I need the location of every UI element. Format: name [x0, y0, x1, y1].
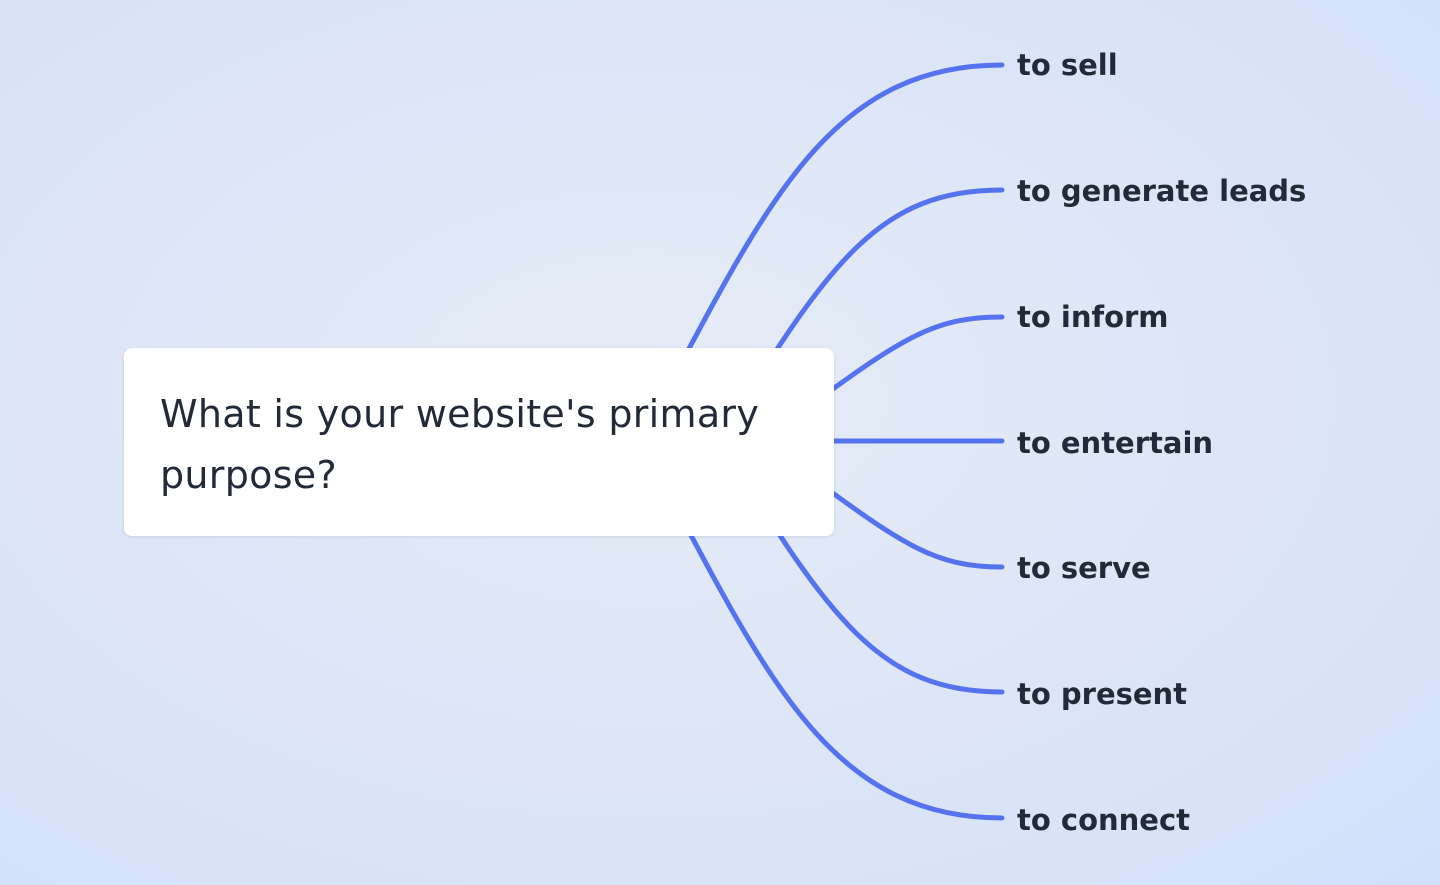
- question-text: What is your website's primary purpose?: [160, 392, 760, 497]
- option-to-connect[interactable]: to connect: [1017, 803, 1191, 837]
- question-card: What is your website's primary purpose?: [124, 348, 834, 536]
- option-to-entertain[interactable]: to entertain: [1017, 426, 1214, 460]
- option-to-present[interactable]: to present: [1017, 677, 1188, 711]
- option-to-inform[interactable]: to inform: [1017, 300, 1169, 334]
- option-to-serve[interactable]: to serve: [1017, 551, 1151, 585]
- option-to-generate-leads[interactable]: to generate leads: [1017, 174, 1307, 208]
- option-to-sell[interactable]: to sell: [1017, 48, 1118, 82]
